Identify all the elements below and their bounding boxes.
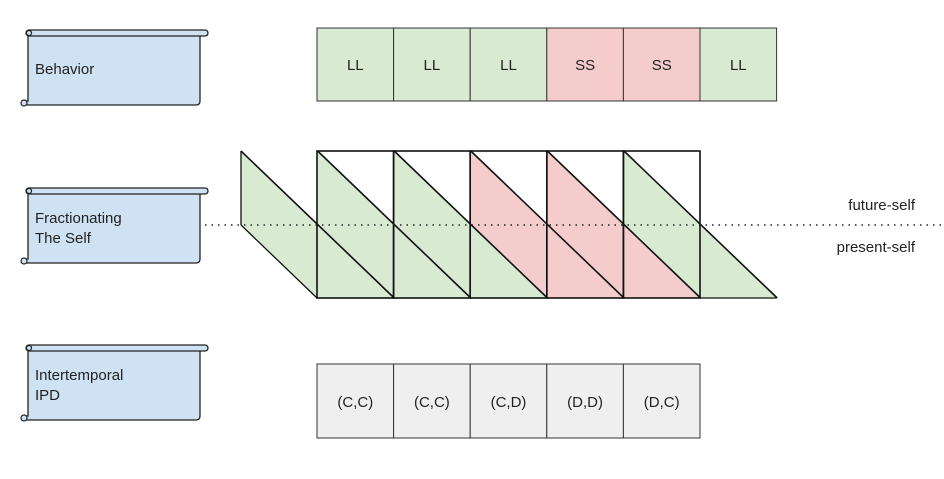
- row-label: Intertemporal: [35, 367, 123, 384]
- behavior-label: LL: [424, 57, 441, 74]
- behavior-box: [546, 27, 624, 102]
- ipd-box: [393, 363, 471, 439]
- scroll-top-roll: [25, 344, 209, 352]
- row-label: Fractionating: [35, 210, 122, 227]
- ipd-outcome: (D,C): [644, 394, 680, 411]
- scroll-curl-icon: [25, 29, 33, 37]
- self-diagonal: [393, 150, 548, 299]
- ipd-outcome: (C,D): [491, 394, 527, 411]
- self-diagonal: [546, 150, 702, 299]
- behavior-box: [699, 27, 778, 102]
- scroll-top-roll: [25, 187, 209, 195]
- scroll-curl-icon: [20, 257, 28, 265]
- self-diagonal: [240, 150, 395, 299]
- scroll-curl-icon: [20, 99, 28, 107]
- ipd-box: [622, 363, 701, 439]
- scroll-top-roll: [25, 29, 209, 37]
- present-self-label: present-self: [837, 239, 916, 256]
- behavior-label: SS: [652, 57, 672, 74]
- scroll-curl-icon: [25, 344, 33, 352]
- row-label: The Self: [35, 230, 92, 247]
- row-label: Behavior: [35, 61, 94, 78]
- ipd-outcome: (D,D): [567, 394, 603, 411]
- behavior-box: [469, 27, 548, 102]
- scroll-body: [21, 349, 201, 421]
- self-edge: [240, 224, 318, 299]
- behavior-label: LL: [347, 57, 364, 74]
- self-diagonal: [623, 150, 778, 299]
- row-label: IPD: [35, 387, 60, 404]
- ipd-box: [469, 363, 548, 439]
- ipd-box: [316, 363, 395, 439]
- ipd-box: [546, 363, 624, 439]
- scroll-body: [21, 192, 201, 264]
- behavior-label: SS: [575, 57, 595, 74]
- behavior-label: LL: [730, 57, 747, 74]
- self-diagonal: [470, 150, 625, 299]
- ipd-outcome: (C,C): [414, 394, 450, 411]
- scroll-curl-icon: [20, 414, 28, 422]
- scroll-curl-icon: [25, 187, 33, 195]
- ipd-outcome: (C,C): [337, 394, 373, 411]
- behavior-label: LL: [500, 57, 517, 74]
- behavior-box: [393, 27, 471, 102]
- future-self-label: future-self: [848, 197, 916, 214]
- behavior-box: [622, 27, 701, 102]
